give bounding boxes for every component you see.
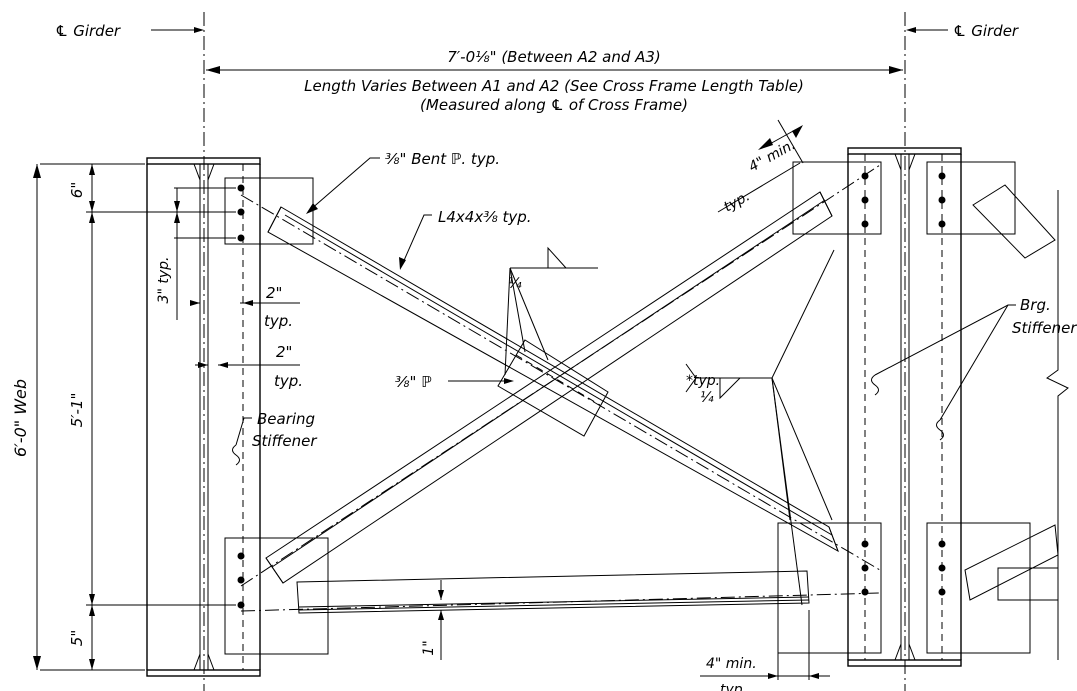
vertical-dimensions: 6′-0" Web 6" 5′-1" 5" 3" typ. — [11, 163, 236, 671]
arrowhead-icon — [206, 66, 220, 74]
bolt — [861, 588, 869, 596]
diagonal-member-bottom-left-to-top-right — [240, 164, 881, 587]
bent-plate-callout: ⅜" Bent ℙ. typ. — [306, 150, 500, 214]
bolt — [938, 588, 946, 596]
min-edge-dimension-top: 4" min. typ. — [717, 119, 804, 215]
gusset-plate-top-right — [792, 161, 882, 235]
bolt — [938, 220, 946, 228]
brg-line1: Brg. — [1020, 296, 1051, 314]
break-squiggle-icon — [936, 419, 944, 441]
angle-section-callout: L4x4x⅜ typ. — [399, 208, 532, 270]
bolt — [938, 172, 946, 180]
dim-3-typ-label: 3" typ. — [156, 257, 172, 304]
left-girder-top-flange — [146, 157, 261, 165]
gusset-plate-far-top-right — [926, 161, 1016, 235]
plate-label: ⅜" ℙ — [395, 373, 432, 391]
left-girder — [146, 157, 261, 677]
bolt — [237, 208, 245, 216]
cl-girder-right-label: ℄ Girder — [953, 22, 1019, 40]
weld-quarter-right-label: ¼ — [700, 390, 714, 406]
center-filler-plate — [497, 339, 609, 437]
bolt — [237, 552, 245, 560]
break-squiggle-icon — [232, 444, 240, 466]
arrowhead-icon — [33, 164, 41, 178]
bolt — [938, 540, 946, 548]
min-4-bottom-label: 4" min. — [706, 656, 757, 672]
dimension-between-a2-a3: 7′-0⅛" (Between A2 and A3) — [447, 48, 661, 66]
angle-section-label: L4x4x⅜ typ. — [438, 208, 532, 226]
brg-stiffener-callout: Brg. Stiffener — [871, 296, 1077, 441]
typ-a-label: typ. — [264, 312, 293, 330]
girder-centerlines — [203, 12, 906, 691]
bolt — [861, 196, 869, 204]
bolt — [237, 234, 245, 242]
weld-quarter-top-label: ¼ — [508, 276, 522, 292]
bolt — [237, 184, 245, 192]
bolt — [237, 601, 245, 609]
bearing-stiffener-line1: Bearing — [257, 410, 315, 428]
measured-along-note: (Measured along ℄ of Cross Frame) — [420, 96, 688, 114]
typ-b-label: typ. — [274, 372, 303, 390]
arrowhead-icon — [194, 27, 204, 33]
bolt — [861, 540, 869, 548]
length-varies-note: Length Varies Between A1 and A2 (See Cro… — [304, 77, 804, 95]
right-girder — [847, 147, 962, 667]
weld-symbol-top: ¼ — [504, 246, 598, 376]
bottom-chord-member — [240, 570, 881, 614]
stiffener-offset-dimensions: 2" typ. 2" typ. — [190, 284, 303, 390]
diagonal-member-top-left-to-bottom-right — [240, 194, 881, 571]
typ-bottom-label: typ. — [720, 682, 747, 691]
dim-2-a-label: 2" — [266, 284, 282, 302]
plate-callout: ⅜" ℙ — [395, 373, 514, 391]
arrowhead-icon — [889, 66, 903, 74]
bent-plate-label: ⅜" Bent ℙ. typ. — [385, 150, 500, 168]
right-girder-top-flange — [847, 147, 962, 155]
weld-symbol-right: *typ. ¼ — [685, 249, 835, 606]
bolt — [938, 564, 946, 572]
bearing-stiffener-callout: Bearing Stiffener — [232, 410, 317, 466]
brg-line2: Stiffener — [1012, 319, 1077, 337]
gusset-plate-far-bottom-right — [926, 522, 1031, 654]
bolt — [938, 196, 946, 204]
arrowhead-icon — [33, 656, 41, 670]
typ-top-label: typ. — [721, 188, 752, 215]
break-line — [1046, 190, 1069, 660]
dim-2-b-label: 2" — [276, 343, 292, 361]
bolt — [861, 564, 869, 572]
bolt — [861, 220, 869, 228]
min-edge-dimension-bottom: 4" min. typ. — [700, 610, 830, 691]
dim-6-label: 6" — [68, 182, 86, 198]
dim-5-label: 5" — [68, 630, 86, 646]
bolt — [237, 576, 245, 584]
gusset-plate-bottom-right — [777, 522, 882, 654]
bearing-stiffener-line2: Stiffener — [252, 432, 317, 450]
dim-5-1-label: 5′-1" — [68, 393, 86, 428]
break-squiggle-icon — [871, 374, 879, 396]
one-inch-dimension: 1" — [421, 580, 444, 660]
web-height-label: 6′-0" Web — [11, 379, 30, 457]
adjacent-bay-members — [964, 184, 1059, 601]
cl-girder-left-label: ℄ Girder — [55, 22, 121, 40]
left-girder-bottom-flange — [146, 669, 261, 677]
dim-1-label: 1" — [421, 640, 437, 655]
weld-typ-star-label: *typ. — [686, 373, 720, 389]
arrowhead-icon — [906, 27, 916, 33]
right-girder-bottom-flange — [847, 659, 962, 667]
bolts — [237, 172, 946, 609]
